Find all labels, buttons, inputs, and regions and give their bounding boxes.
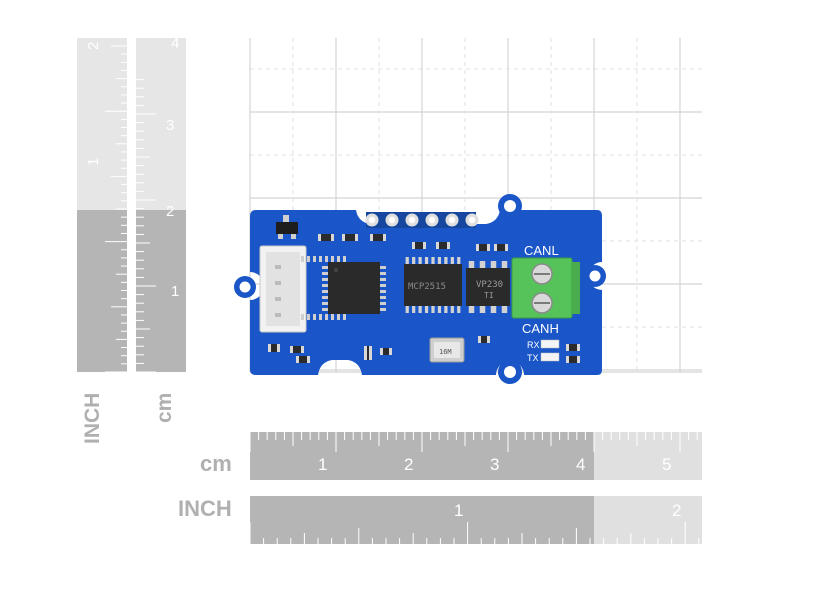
can-controller-chip xyxy=(301,256,386,320)
canl-label: CANL xyxy=(524,243,559,258)
vertical-inch-label: INCH xyxy=(81,393,104,444)
chip-right-marking: VP230 xyxy=(476,280,503,290)
chip-left-marking: MCP2515 xyxy=(408,282,446,292)
horizontal-inch-number-1: 1 xyxy=(454,501,463,520)
horizontal-ruler: cm INCH 1 2 3 4 5 1 2 xyxy=(178,432,702,544)
vertical-cm-number-1: 1 xyxy=(171,283,179,300)
rx-label: RX xyxy=(527,340,540,350)
vertical-cm-number-4: 4 xyxy=(171,35,179,52)
chip-right-sub: TI xyxy=(484,291,494,300)
vertical-cm-number-3: 3 xyxy=(166,117,174,134)
horizontal-cm-number-3: 3 xyxy=(490,455,499,474)
vertical-cm-label: cm xyxy=(153,393,176,423)
vertical-ruler: 1 2 1 2 3 4 INCH cm xyxy=(77,35,186,444)
screw-terminal xyxy=(511,257,580,319)
tx-led xyxy=(540,352,560,362)
horizontal-inch-number-2: 2 xyxy=(672,501,681,520)
canh-label: CANH xyxy=(522,321,559,336)
horizontal-cm-label: cm xyxy=(200,451,232,476)
crystal-marking: 16M xyxy=(439,348,452,356)
grove-connector xyxy=(259,245,307,333)
transistor-top-left xyxy=(276,215,298,239)
vertical-cm-number-2: 2 xyxy=(166,203,174,220)
vertical-inch-number-1: 1 xyxy=(85,158,102,166)
rx-led xyxy=(540,339,560,349)
pin-header xyxy=(365,212,479,228)
vertical-inch-number-2: 2 xyxy=(85,42,102,50)
horizontal-inch-label: INCH xyxy=(178,496,232,521)
horizontal-cm-number-5: 5 xyxy=(662,455,671,474)
horizontal-cm-number-1: 1 xyxy=(318,455,327,474)
tx-label: TX xyxy=(527,353,539,363)
spi-chip-left: MCP2515 xyxy=(404,257,462,313)
horizontal-cm-number-4: 4 xyxy=(576,455,585,474)
can-transceiver-chip: VP230 TI xyxy=(466,261,510,313)
crystal-oscillator: 16M xyxy=(429,337,465,363)
horizontal-cm-number-2: 2 xyxy=(404,455,413,474)
can-bus-board: MCP2515 VP230 TI 16M CANL CANH RX TX xyxy=(234,194,606,384)
